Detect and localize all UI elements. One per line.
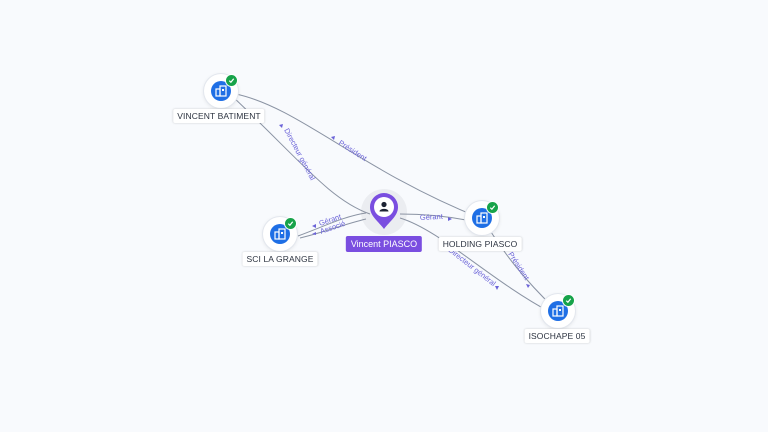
edge-directeur-general-isochape	[399, 217, 551, 313]
edge-arrow	[312, 232, 316, 235]
company-label-isochape-05[interactable]: ISOCHAPE 05	[524, 329, 590, 343]
company-label-sci-la-grange[interactable]: SCI LA GRANGE	[242, 252, 318, 266]
company-label-holding-piasco[interactable]: HOLDING PIASCO	[438, 237, 522, 251]
building-icon	[472, 208, 492, 228]
person-pin-icon	[370, 193, 398, 229]
edge-label-directeur-general-isochape: Directeur général	[447, 245, 498, 288]
building-icon	[270, 224, 290, 244]
edge-arrow	[331, 136, 335, 140]
verified-check-icon	[486, 201, 499, 214]
verified-check-icon	[284, 217, 297, 230]
edge-arrow	[526, 284, 530, 288]
edge-arrow	[448, 217, 452, 221]
person-label-vincent-piasco[interactable]: Vincent PIASCO	[345, 236, 423, 252]
edge-label-gerant-holding: Gérant	[420, 212, 444, 222]
edge-arrow	[495, 286, 499, 290]
company-label-vincent-batiment[interactable]: VINCENT BATIMENT	[173, 109, 265, 123]
company-node-vincent-batiment[interactable]	[204, 74, 238, 108]
edge-gerant-sci-la-grange	[297, 212, 367, 237]
verified-check-icon	[225, 74, 238, 87]
edge-label-president-isochape: Président	[506, 250, 531, 282]
edge-associe-sci-la-grange	[299, 218, 367, 239]
company-node-sci-la-grange[interactable]	[263, 217, 297, 251]
building-icon	[548, 301, 568, 321]
building-icon	[211, 81, 231, 101]
edge-president-vincent-batiment	[235, 93, 481, 219]
edge-gerant-holding-piasco	[399, 213, 467, 221]
person-node-vincent-piasco[interactable]	[361, 189, 407, 235]
edge-arrow	[312, 224, 316, 228]
company-node-holding-piasco[interactable]	[465, 201, 499, 235]
company-node-isochape-05[interactable]	[541, 294, 575, 328]
edge-label-president: Président	[337, 138, 369, 163]
edge-label-directeur-general: Directeur général	[282, 127, 317, 182]
verified-check-icon	[562, 294, 575, 307]
edge-arrow	[279, 124, 283, 128]
